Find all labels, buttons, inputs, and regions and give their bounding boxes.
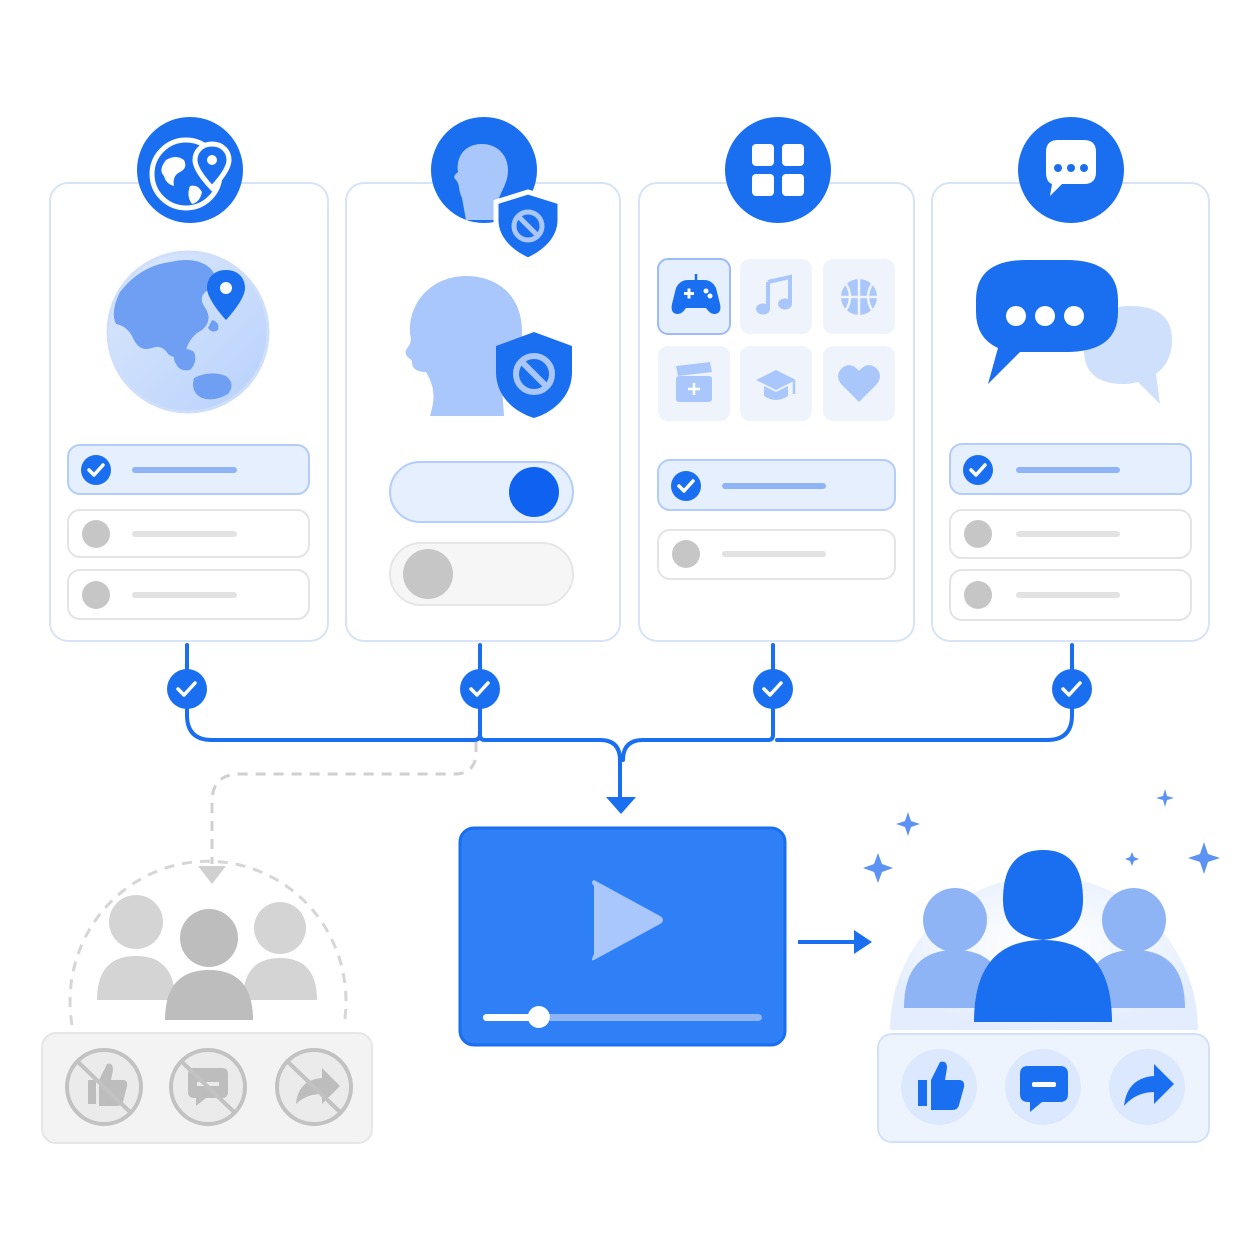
child-shield-icon: [431, 117, 563, 263]
excluded-branch-dashed: [210, 742, 478, 864]
comment-blocked-icon: [169, 1048, 247, 1126]
to-audience-arrow: [798, 930, 872, 954]
merge-arrowhead: [606, 797, 636, 814]
check-icon: [167, 669, 207, 709]
language-option-2[interactable]: [949, 509, 1192, 559]
excluded-branch-arrowhead: [198, 866, 226, 884]
video-progress-fill: [483, 1014, 539, 1021]
interest-option-1[interactable]: [657, 459, 896, 511]
interest-tiles: [657, 258, 895, 421]
location-option-3[interactable]: [67, 569, 310, 620]
music-note-icon: [756, 274, 792, 315]
like-blocked-icon: [65, 1048, 143, 1126]
checkpoints: [167, 669, 1092, 709]
language-option-1[interactable]: [949, 443, 1192, 495]
interest-tile-education[interactable]: [740, 346, 812, 421]
heart-icon: [838, 365, 880, 402]
excluded-audience: [41, 859, 373, 1144]
interest-tile-film[interactable]: [658, 346, 730, 421]
check-icon: [753, 669, 793, 709]
target-person-center: [974, 850, 1112, 1022]
comment-icon[interactable]: [1005, 1049, 1081, 1125]
graduation-cap-icon: [756, 370, 796, 400]
chat-bubbles-illustration: [976, 260, 1172, 404]
child-shield-illustration: [405, 276, 572, 418]
location-option-1[interactable]: [67, 444, 310, 495]
basketball-icon: [841, 279, 877, 315]
age-toggle-on[interactable]: [389, 461, 574, 523]
age-toggles: [389, 461, 574, 606]
clapperboard-icon: [676, 362, 712, 402]
excluded-person-right: [243, 902, 317, 1000]
location-option-2[interactable]: [67, 509, 310, 558]
language-option-3[interactable]: [949, 569, 1192, 621]
check-icon: [460, 669, 500, 709]
interest-tile-sports[interactable]: [823, 259, 895, 334]
excluded-person-center: [165, 909, 253, 1020]
language-options: [949, 443, 1192, 621]
interest-option-2[interactable]: [657, 529, 896, 580]
video-progress-track[interactable]: [483, 1014, 762, 1021]
interest-tile-gaming[interactable]: [657, 258, 731, 335]
target-audience: [863, 789, 1220, 1143]
grid-apps-icon: [725, 117, 831, 223]
video-player[interactable]: [458, 826, 787, 1047]
interest-tile-health[interactable]: [823, 346, 895, 421]
check-icon: [1052, 669, 1092, 709]
globe-pin-icon: [137, 117, 243, 223]
merge-connectors: [185, 643, 1074, 800]
interest-tile-music[interactable]: [740, 259, 812, 334]
chat-bubble-icon: [1018, 117, 1124, 223]
like-icon[interactable]: [901, 1049, 977, 1125]
sparkles: [863, 789, 1220, 883]
excluded-person-left: [97, 895, 175, 1000]
play-icon[interactable]: [592, 880, 663, 961]
excluded-audience-halo: [68, 859, 348, 1026]
gamepad-icon: [671, 274, 721, 314]
share-blocked-icon: [275, 1048, 353, 1126]
video-progress-knob[interactable]: [527, 1006, 550, 1028]
interest-options: [657, 459, 896, 580]
share-icon[interactable]: [1109, 1049, 1185, 1125]
age-toggle-off[interactable]: [389, 542, 574, 606]
location-options: [67, 444, 310, 620]
asia-globe-illustration: [106, 250, 270, 414]
